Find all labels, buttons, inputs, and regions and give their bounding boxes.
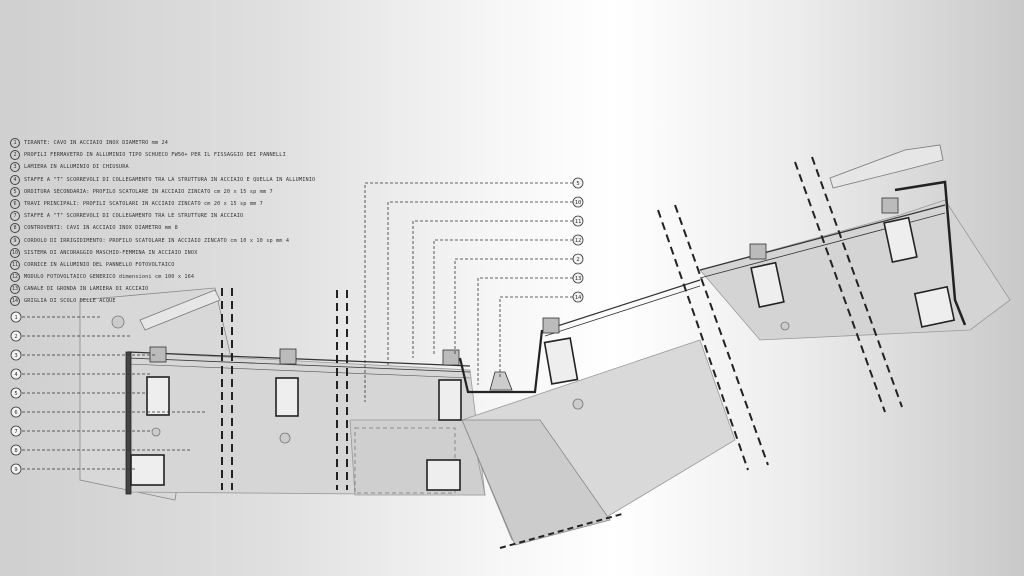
right-roof-segment <box>657 144 1011 471</box>
callout-number: 10 <box>575 200 582 206</box>
callout-number: 9 <box>14 467 17 473</box>
left-callout-marker: 8 <box>10 444 22 456</box>
left-callout-marker: 1 <box>10 311 22 323</box>
legend-text: TRAVI PRINCIPALI: PROFILI SCATOLARI IN A… <box>24 200 263 207</box>
top-callout-marker: 14 <box>572 291 584 303</box>
legend-text: SISTEMA DI ANCORAGGIO MASCHIO-FEMMINA IN… <box>24 249 198 256</box>
legend-text: GRIGLIA DI SCOLO DELLE ACQUE <box>24 298 116 305</box>
legend-text: CORNICE IN ALLUMINIO DEL PANNELLO FOTOVO… <box>24 261 175 268</box>
callout-number: 8 <box>14 448 17 454</box>
callout-number: 3 <box>14 353 17 359</box>
legend-text: MODULO FOTOVOLTAICO GENERICO dimensioni … <box>24 274 195 281</box>
gutter-segment <box>458 279 736 549</box>
legend-number: 5 <box>10 186 20 197</box>
legend-number: 14 <box>10 296 20 307</box>
legend-text: LAMIERA IN ALLUMINIO DI CHIUSURA <box>24 164 129 171</box>
left-callout-marker: 3 <box>10 349 22 361</box>
callout-number: 14 <box>575 295 582 301</box>
callout-number: 12 <box>575 238 582 244</box>
callout-number: 4 <box>14 372 18 378</box>
top-callout-marker: 13 <box>572 272 584 284</box>
callout-number: 5 <box>14 391 17 397</box>
left-callout-marker: 2 <box>10 330 22 342</box>
top-callout-marker: 10 <box>572 196 584 208</box>
left-callout-marker: 9 <box>10 463 22 475</box>
top-callout-marker: 5 <box>572 177 584 189</box>
top-callout-marker: 11 <box>572 215 584 227</box>
callout-number: 5 <box>576 181 579 187</box>
callout-number: 7 <box>14 429 17 435</box>
top-callout-marker: 12 <box>572 234 584 246</box>
callout-number: 6 <box>14 410 17 416</box>
legend-number: 12 <box>10 272 20 283</box>
left-callout-marker: 6 <box>10 406 22 418</box>
top-callout-marker: 2 <box>572 253 584 265</box>
legend-text: STAFFE A "T" SCORREVOLI DI COLLEGAMENTO … <box>24 213 244 220</box>
legend-text: CONTROVENTI: CAVI IN ACCIAIO INOX DIAMET… <box>24 225 178 232</box>
legend-number: 2 <box>10 150 20 161</box>
callout-number: 2 <box>576 257 579 263</box>
legend-number: 3 <box>10 162 20 173</box>
legend-number: 13 <box>10 284 20 295</box>
legend-text: STAFFE A "T" SCORREVOLI DI COLLEGAMENTO … <box>24 176 316 183</box>
left-callout-leaders <box>22 316 205 470</box>
legend-text: TIRANTE: CAVO IN ACCIAIO INOX DIAMETRO m… <box>24 140 169 146</box>
legend-number: 4 <box>10 174 20 185</box>
left-roof-segment <box>79 287 486 501</box>
callout-number: 1 <box>14 315 17 321</box>
legend-number: 10 <box>10 247 20 258</box>
legend-text: ORDITURA SECONDARIA: PROFILO SCATOLARE I… <box>24 188 273 195</box>
legend-number: 1 <box>10 138 20 148</box>
legend-text: PROFILI FERMAVETRO IN ALLUMINIO TIPO SCH… <box>24 152 286 159</box>
left-callout-marker: 7 <box>10 425 22 437</box>
legend-number: 7 <box>10 211 20 222</box>
legend-number: 8 <box>10 223 20 234</box>
legend-number: 6 <box>10 198 20 209</box>
top-callout-leaders <box>364 182 573 402</box>
legend-number: 11 <box>10 259 20 270</box>
left-callout-marker: 5 <box>10 387 22 399</box>
callout-number: 2 <box>14 334 17 340</box>
left-callout-marker: 4 <box>10 368 22 380</box>
legend-text: CORDOLO DI IRRIGIDIMENTO: PROFILO SCATOL… <box>24 237 290 244</box>
legend-text: CANALE DI GRONDA IN LAMIERA DI ACCIAIO <box>24 286 149 293</box>
legend-number: 9 <box>10 235 20 246</box>
callout-number: 11 <box>575 219 582 225</box>
callout-number: 13 <box>575 276 582 282</box>
